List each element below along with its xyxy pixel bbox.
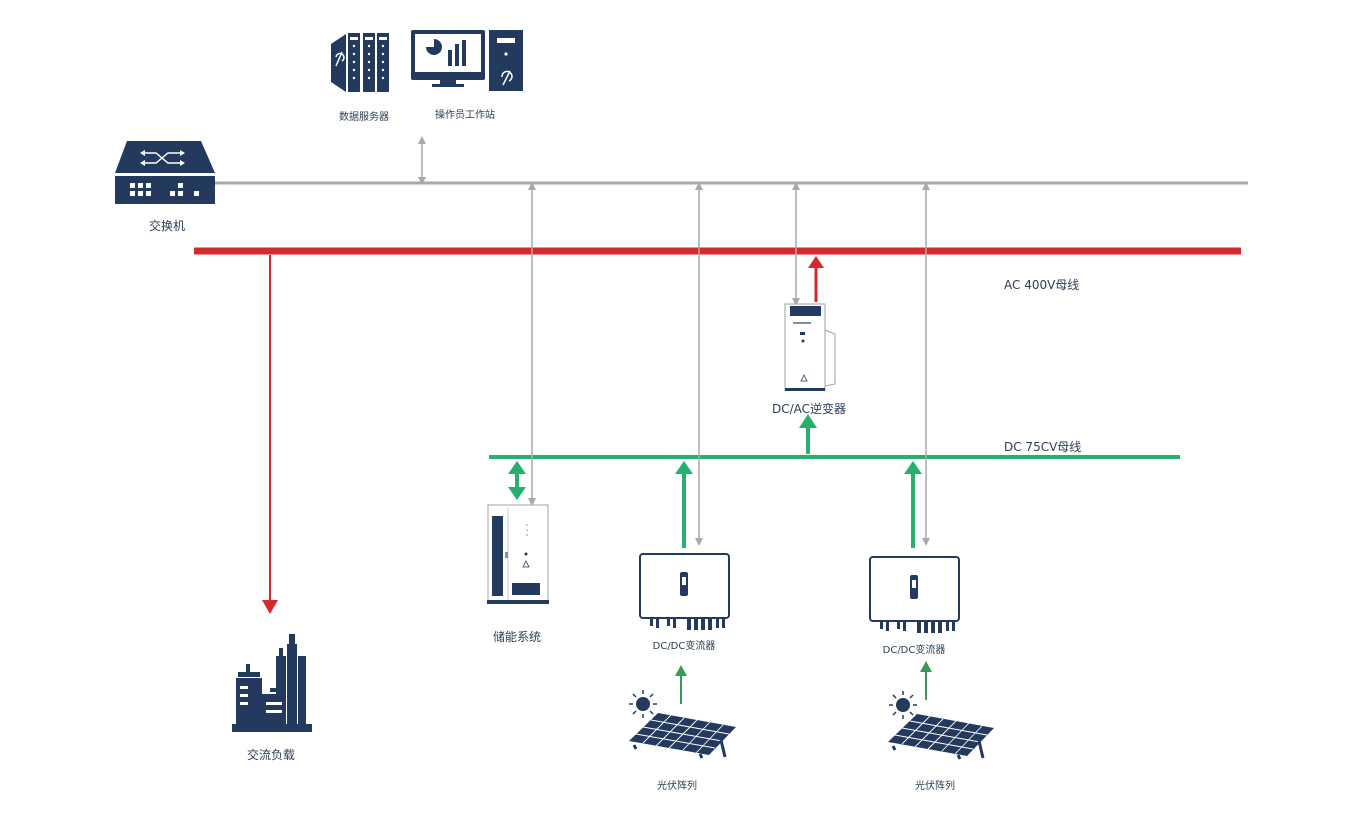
pv-1-arrow bbox=[675, 665, 687, 704]
switch-label: 交换机 bbox=[148, 219, 186, 233]
dc-bus-label: DC 75CV母线 bbox=[1004, 440, 1082, 454]
converter-icon-2 bbox=[869, 556, 960, 633]
sun-icon-1 bbox=[629, 690, 657, 718]
pv-1-label: 光伏阵列 bbox=[657, 781, 697, 792]
storage-label: 储能系统 bbox=[492, 630, 542, 644]
pv-2-label: 光伏阵列 bbox=[915, 781, 955, 792]
server-icon bbox=[331, 33, 389, 92]
dcac-inverter-label: DC/AC逆变器 bbox=[771, 402, 847, 416]
pv-2-arrow bbox=[920, 661, 932, 700]
storage-cabinet-icon bbox=[487, 504, 549, 604]
dcdc-2-label: DC/DC变流器 bbox=[882, 645, 946, 656]
ac-load-label: 交流负载 bbox=[246, 748, 296, 762]
dcdc-2-dc-arrow bbox=[904, 461, 922, 548]
pc-tower-icon bbox=[489, 30, 523, 91]
comm-arrows bbox=[418, 136, 930, 546]
network-switch-icon bbox=[115, 141, 215, 204]
ac-bus-label: AC 400V母线 bbox=[1004, 278, 1080, 292]
inverter-ac-arrow bbox=[808, 256, 824, 302]
operator-station-label: 操作员工作站 bbox=[435, 110, 495, 121]
factory-icon bbox=[232, 634, 312, 732]
solar-panel-icon-2 bbox=[888, 714, 994, 760]
data-server-label: 数据服务器 bbox=[339, 112, 389, 123]
inverter-cabinet-icon bbox=[784, 303, 836, 391]
monitor-icon bbox=[411, 30, 485, 87]
storage-dc-arrow bbox=[508, 461, 526, 500]
sun-icon-2 bbox=[889, 691, 917, 719]
converter-icon-1 bbox=[639, 553, 730, 630]
dcdc-1-dc-arrow bbox=[675, 461, 693, 548]
dc-inverter-arrow bbox=[799, 414, 817, 454]
solar-panel-icon-1 bbox=[629, 713, 736, 759]
dcdc-1-label: DC/DC变流器 bbox=[652, 641, 716, 652]
ac-load-arrow bbox=[262, 255, 278, 614]
